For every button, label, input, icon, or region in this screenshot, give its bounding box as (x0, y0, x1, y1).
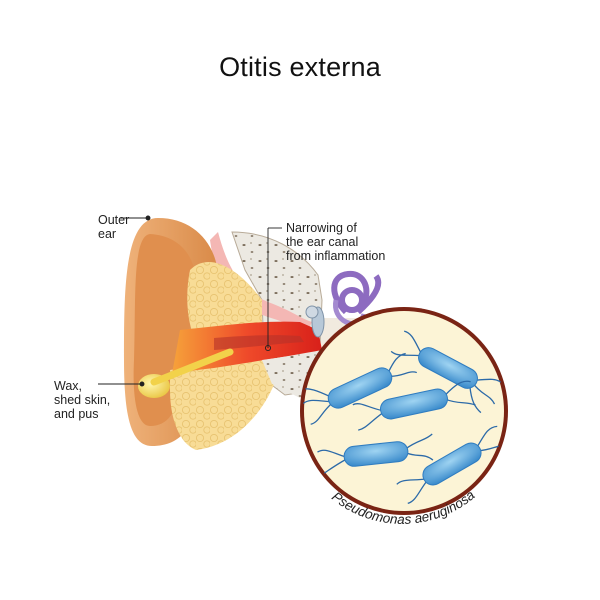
label-narrowing: Narrowing of the ear canal from inflamma… (286, 221, 386, 263)
magnifier-circle (300, 307, 508, 515)
inner-ear (331, 270, 382, 315)
bacterium-icon (396, 425, 505, 505)
bacteria-group (303, 330, 505, 505)
page-title: Otitis externa (219, 52, 381, 82)
pointers (98, 215, 282, 387)
bacterium-icon (303, 352, 418, 425)
canal-narrowing (214, 335, 304, 350)
cartilage-lower (170, 356, 276, 450)
label-outer-ear: Outer ear (98, 213, 130, 241)
bacterium-icon (352, 380, 476, 431)
bacterium-icon (317, 433, 434, 477)
label-wax: Wax, shed skin, and pus (54, 379, 111, 421)
ossicle (305, 305, 319, 319)
bacterium-icon (390, 330, 504, 414)
